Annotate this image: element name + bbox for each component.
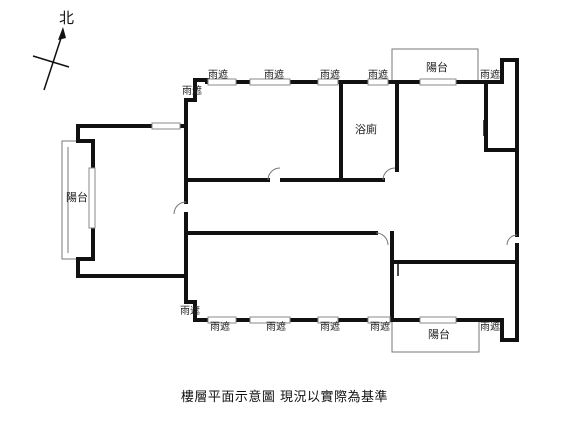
wall-bottom-left-stub (184, 274, 209, 322)
wall-right-closet (484, 80, 519, 152)
canopy-labels-bottom: 雨遮 雨遮 雨遮 雨遮 雨遮 雨遮 雨遮 (180, 304, 500, 333)
door-bathroom (382, 167, 396, 181)
door-lower-room (375, 232, 389, 246)
canopy-label: 雨遮 (370, 320, 390, 333)
canopy-label: 雨遮 (208, 68, 228, 81)
canopy-label: 雨遮 (320, 68, 340, 81)
compass-arrow-head (58, 27, 66, 40)
wall-bottom-right-corner (478, 318, 519, 342)
windows (88, 78, 457, 324)
window-top-1 (207, 78, 237, 86)
canopy-label: 雨遮 (368, 68, 388, 81)
window-left-top (151, 122, 181, 130)
window-balcony-left (88, 167, 96, 229)
canopy-label: 雨遮 (264, 68, 284, 81)
window-bottom-3 (317, 316, 339, 324)
canopy-label: 雨遮 (266, 320, 286, 333)
window-bottom-1 (207, 316, 237, 324)
window-bottom-2 (249, 316, 291, 324)
balcony-bottom-right: 陽台 (391, 319, 480, 353)
balcony-top-right-label: 陽台 (426, 60, 448, 74)
window-bottom-4 (367, 316, 391, 324)
wall-top-left-stub (184, 78, 209, 128)
compass-arrow-shaft (43, 31, 64, 91)
door-corridor-1 (267, 167, 281, 181)
door-right-room (506, 234, 518, 246)
doors (173, 120, 518, 276)
window-top-2 (249, 78, 291, 86)
canopy-label: 雨遮 (480, 320, 500, 333)
canopy-label: 雨遮 (180, 304, 200, 317)
window-bottom-5 (419, 316, 457, 324)
compass: 北 (32, 9, 74, 91)
window-top-5 (419, 78, 457, 86)
window-top-4 (367, 78, 389, 86)
canopy-label: 雨遮 (210, 320, 230, 333)
compass-north-label: 北 (59, 9, 74, 27)
bathroom-label: 浴廁 (355, 122, 377, 136)
window-top-3 (317, 78, 339, 86)
wall-top-right-corner (478, 58, 519, 237)
door-left-room (173, 201, 187, 215)
balcony-top-right: 陽台 (391, 48, 479, 83)
balcony-left-label: 陽台 (66, 190, 88, 204)
figure-caption: 樓層平面示意圖 現況以實際為基準 (180, 390, 389, 405)
canopy-label: 雨遮 (320, 320, 340, 333)
balcony-bottom-right-label: 陽台 (428, 327, 450, 341)
canopy-label: 雨遮 (182, 84, 202, 97)
compass-cross-bar (32, 55, 70, 68)
canopy-labels-top: 雨遮 雨遮 雨遮 雨遮 雨遮 雨遮 (182, 68, 500, 97)
walls (76, 58, 519, 342)
canopy-label: 雨遮 (480, 68, 500, 81)
